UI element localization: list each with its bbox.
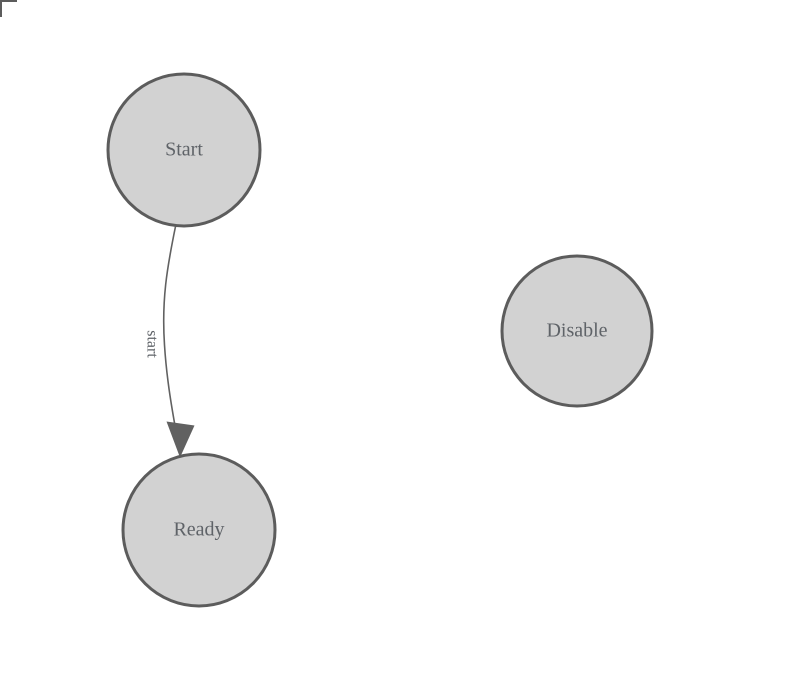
node-start-label: Start [165,139,203,161]
node-ready-circle [121,452,277,608]
node-start-circle [106,72,262,228]
node-disable-label: Disable [546,320,607,342]
edge-arrowhead-icon [166,421,195,458]
node-disable-circle [500,254,654,408]
node-ready[interactable]: Ready [121,452,277,608]
edge-start-to-ready[interactable]: start [143,226,195,458]
edge-line [162,226,180,449]
node-ready-label: Ready [173,519,224,541]
node-disable[interactable]: Disable [500,254,654,408]
corner-bracket-mark [0,0,17,17]
edge-label-start: start [143,330,160,358]
node-start[interactable]: Start [106,72,262,228]
